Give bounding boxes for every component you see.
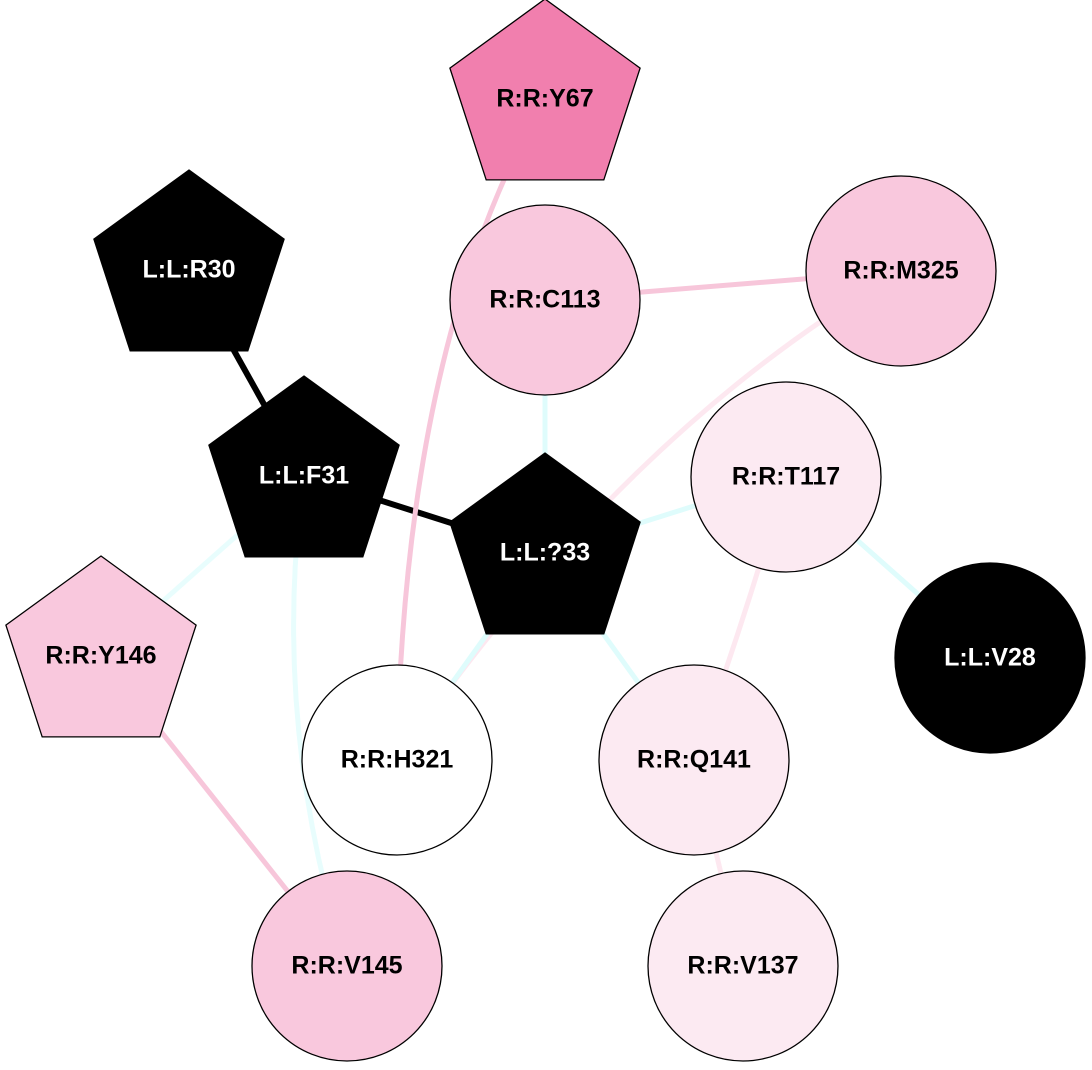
node-label: R:R:Q141 [637, 746, 751, 774]
node-r-r-t117[interactable]: R:R:T117 [690, 381, 882, 573]
node-shape-pentagon [449, 452, 641, 635]
node-shape-circle [805, 175, 997, 367]
node-r-r-m325[interactable]: R:R:M325 [805, 175, 997, 367]
node-shape-circle [598, 664, 790, 856]
node-shape-circle [894, 562, 1086, 754]
node-r-r-q141[interactable]: R:R:Q141 [598, 664, 790, 856]
node-label: R:R:V137 [687, 952, 798, 980]
node-shape-circle [647, 870, 839, 1062]
node-r-r-c113[interactable]: R:R:C113 [449, 204, 641, 396]
node-l-l-v28[interactable]: L:L:V28 [894, 562, 1086, 754]
node-shape-pentagon [208, 375, 400, 558]
node-label: R:R:T117 [732, 463, 840, 491]
node-label: L:L:?33 [500, 539, 590, 567]
node-label: L:L:V28 [944, 644, 1036, 672]
node-r-r-y146[interactable]: R:R:Y146 [5, 555, 197, 738]
node-label: R:R:V145 [291, 952, 402, 980]
node-shape-circle [449, 204, 641, 396]
node-r-r-v145[interactable]: R:R:V145 [251, 870, 443, 1062]
node-label: R:R:C113 [489, 286, 600, 314]
node-r-r-v137[interactable]: R:R:V137 [647, 870, 839, 1062]
node-l-l-33[interactable]: L:L:?33 [449, 452, 641, 635]
node-l-l-r30[interactable]: L:L:R30 [93, 169, 285, 352]
node-label: R:R:H321 [341, 746, 454, 774]
node-label: R:R:Y67 [496, 85, 593, 113]
node-label: R:R:M325 [843, 257, 958, 285]
node-shape-pentagon [5, 555, 197, 738]
node-r-r-h321[interactable]: R:R:H321 [301, 664, 493, 856]
node-label: L:L:F31 [259, 462, 349, 490]
node-shape-circle [301, 664, 493, 856]
node-r-r-y67[interactable]: R:R:Y67 [449, 0, 641, 181]
node-label: L:L:R30 [142, 256, 235, 284]
node-shape-pentagon [93, 169, 285, 352]
node-shape-circle [251, 870, 443, 1062]
node-shape-circle [690, 381, 882, 573]
node-l-l-f31[interactable]: L:L:F31 [208, 375, 400, 558]
node-shape-pentagon [449, 0, 641, 181]
node-label: R:R:Y146 [45, 642, 156, 670]
